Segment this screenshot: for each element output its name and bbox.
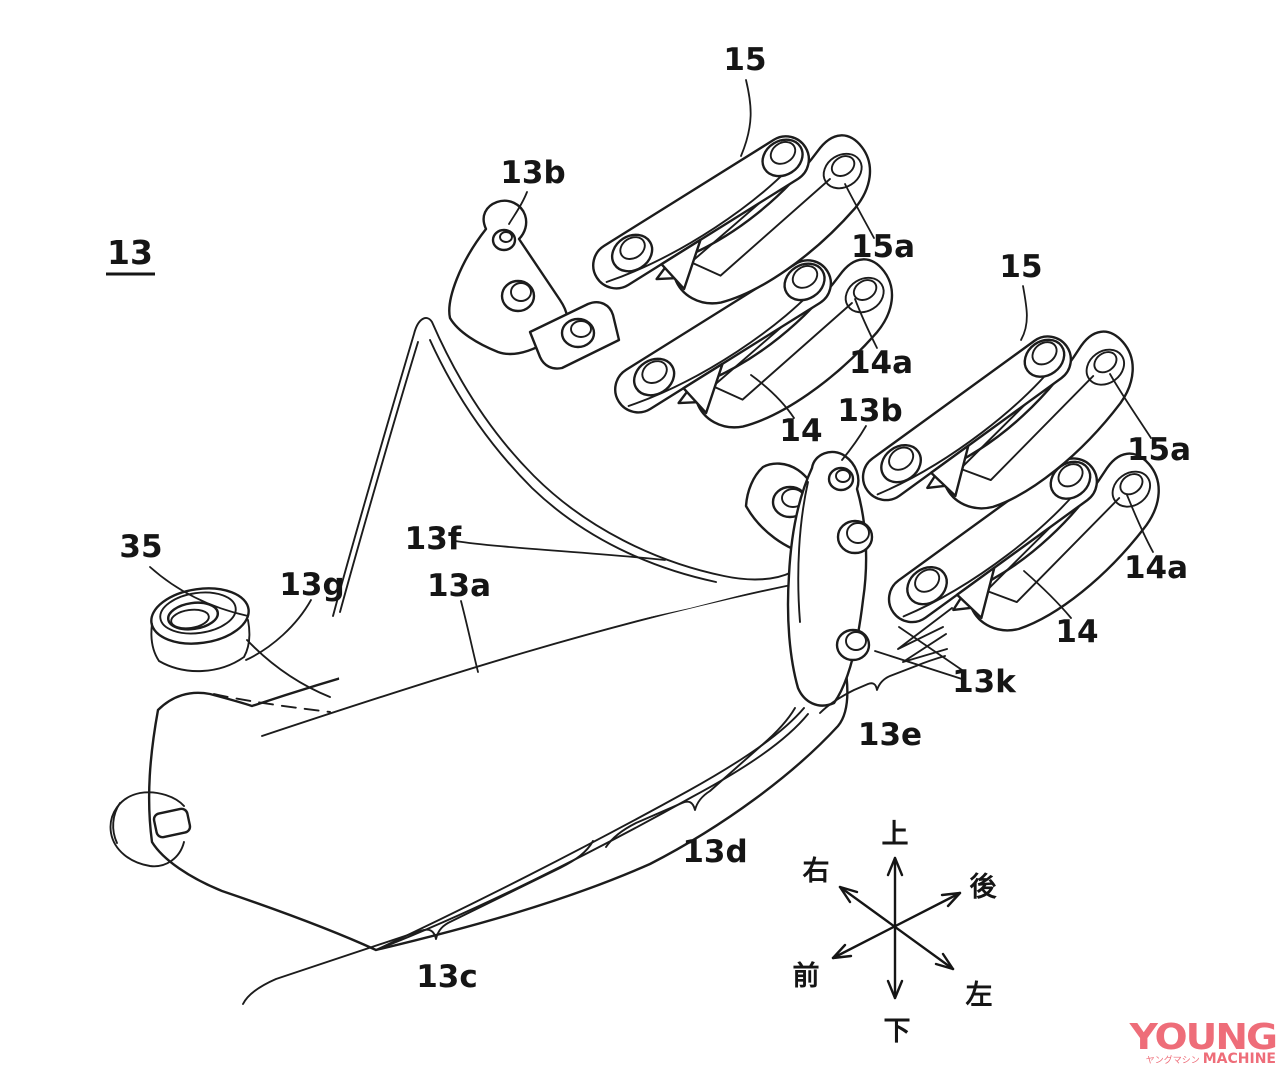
compass-label-front: 前	[793, 960, 820, 992]
compass-label-down: 下	[884, 1016, 911, 1047]
front-stay-hole-top	[491, 228, 517, 252]
ref-label-15a-top: 15a	[851, 229, 915, 265]
fin-inner-edge-left	[339, 341, 419, 613]
compass-label-rear: 後	[970, 872, 998, 903]
rear-stay-bracket-inner-edge	[797, 481, 809, 623]
ref-label-14a-right: 14a	[1124, 550, 1188, 586]
ref-label-14-right: 14	[1055, 614, 1098, 650]
dimension-braces	[242, 655, 946, 1005]
ref-label-15a-right: 15a	[1127, 432, 1191, 468]
ref-label-13b-front: 13b	[500, 155, 565, 191]
compass-axis-right-left	[838, 885, 955, 971]
ref-label-14-top: 14	[779, 413, 822, 449]
hidden-edge-dashed	[213, 693, 331, 713]
ref-label-13a: 13a	[427, 568, 491, 604]
orientation-compass: 上 下 右 後 前 左	[793, 819, 998, 1047]
ref-label-13: 13	[107, 233, 153, 272]
ref-label-13c: 13c	[416, 959, 478, 995]
compass-label-right: 右	[803, 856, 830, 887]
rear-stay-hole-bottom-inner	[845, 631, 867, 651]
ref-label-13b-rear: 13b	[837, 393, 902, 429]
ref-label-13d: 13d	[682, 834, 747, 870]
leader-lines	[149, 79, 1154, 680]
ref-label-13k: 13k	[952, 664, 1017, 700]
compass-label-up: 上	[882, 819, 909, 850]
brace-13d	[605, 707, 796, 848]
ref-label-35: 35	[119, 529, 162, 565]
neck-line	[246, 639, 331, 698]
ref-label-15-right: 15	[999, 249, 1042, 285]
reference-labels: 13 13b 15 15a 14a 14 13b 15 15a 14a 14 3…	[106, 42, 1191, 995]
ref-label-13e: 13e	[858, 717, 922, 753]
lower-crease-line-1	[375, 707, 805, 951]
rear-stay-hole-top	[827, 466, 855, 492]
ref-label-13g: 13g	[279, 567, 344, 603]
compass-axis-front-rear	[831, 891, 962, 960]
fin-fill	[333, 318, 800, 688]
pivot-boss	[150, 587, 251, 672]
top-face-edge	[261, 581, 807, 737]
pointed-tails-13k	[897, 607, 953, 663]
ref-label-13f: 13f	[405, 521, 462, 557]
rear-stay-hole-top-inner	[835, 469, 851, 483]
rear-stay-hole-bottom	[835, 628, 871, 662]
brace-13c	[242, 840, 594, 1005]
front-stay-flange-hole	[560, 317, 596, 349]
ref-label-15-top: 15	[723, 42, 766, 78]
ref-label-14a-top: 14a	[849, 345, 913, 381]
logo-title: YOUNG	[1129, 1016, 1278, 1059]
logo-subtitle-kana: ヤングマシン	[1145, 1056, 1200, 1066]
lower-crease-line-2	[375, 713, 809, 951]
rear-stay-hole-mid	[836, 519, 874, 555]
front-foot-hole	[152, 807, 192, 839]
front-stay-hole-mid-inner	[510, 282, 532, 302]
front-stay-hole-mid	[500, 279, 536, 313]
front-stay-hole-top-inner	[499, 231, 513, 243]
fin-outline	[332, 317, 793, 617]
compass-label-left: 左	[966, 980, 993, 1011]
logo-subtitle: MACHINE	[1202, 1051, 1276, 1067]
front-stay-flange-hole-inner	[570, 320, 592, 338]
fin-inner-edge-right	[429, 339, 717, 583]
rear-stay-hole-mid-inner	[846, 522, 870, 544]
front-foot	[109, 791, 192, 868]
brace-13e	[819, 655, 946, 714]
